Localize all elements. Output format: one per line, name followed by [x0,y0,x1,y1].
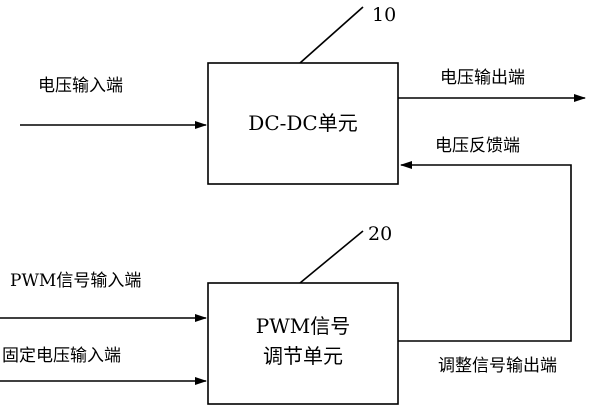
feedback-path [398,161,572,342]
pwm-signal-input-label: PWM信号输入端 [10,271,142,291]
voltage-output-label: 电压输出端 [440,68,525,88]
pwm-unit-label-line1: PWM信号 [255,314,351,338]
fixed-voltage-input-label: 固定电压输入端 [2,346,121,366]
dcdc-unit-block [207,62,399,185]
pwm-unit-block [207,282,399,405]
voltage-feedback-label: 电压反馈端 [435,136,520,156]
adjust-signal-output-label: 调整信号输出端 [438,356,557,376]
dcdc-unit-label: DC-DC单元 [248,111,358,135]
dcdc-ref-number: 10 [372,4,397,26]
dcdc-ref-leader [299,6,364,64]
pwm-ref-number: 20 [368,223,393,245]
voltage-input-label: 电压输入端 [38,76,123,96]
pwm-ref-leader [299,230,364,284]
pwm-unit-label-line2: 调节单元 [263,344,343,368]
